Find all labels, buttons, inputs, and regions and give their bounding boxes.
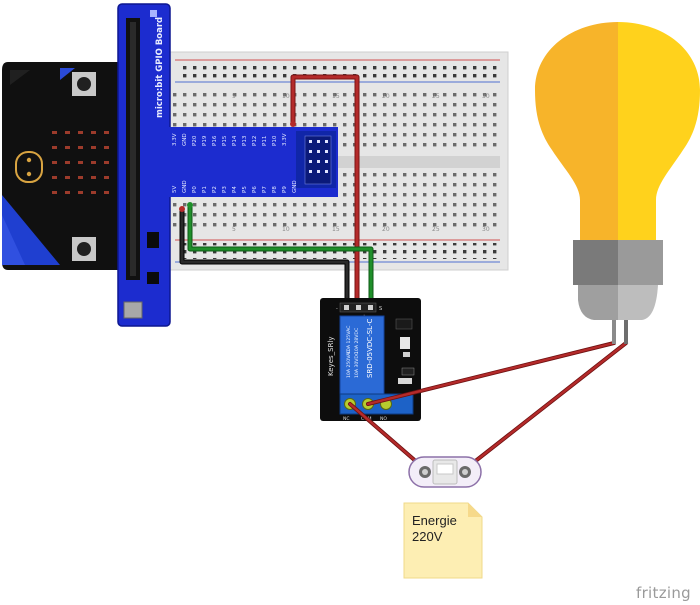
microbit-board (2, 62, 130, 270)
col-number: 10 (282, 93, 290, 100)
relay-rating: 10A 125VAC (346, 326, 352, 354)
pin-label: P9 (282, 186, 288, 193)
pin-header (296, 131, 336, 188)
wires (179, 74, 374, 305)
pin-label: GND (292, 180, 298, 193)
note-paper (403, 502, 483, 579)
relay-pin-label: - (336, 306, 338, 312)
pin-label: GND (182, 133, 188, 146)
power-connector (408, 456, 482, 488)
relay-body (339, 315, 385, 395)
pin-label: 5V (172, 186, 178, 193)
col-number: 25 (432, 93, 440, 100)
pin-label: P4 (232, 186, 238, 193)
pin-labels-top: 3.3V GND P20 P19 P16 P15 P14 P13 P12 P11… (172, 133, 288, 146)
relay-rating: 10A 28VDC (354, 328, 360, 354)
relay-model: SRD-05VDC-SL-C (366, 319, 374, 378)
relay-module: - + S SRD-05VDC-SL-C 10A 250VAC 10A 125V… (320, 298, 421, 422)
pin-label: P15 (222, 135, 228, 146)
terminal-label: NC (343, 416, 350, 422)
pin-label: P16 (212, 135, 218, 146)
pin-label: P3 (222, 186, 228, 193)
col-number: 20 (382, 226, 390, 233)
relay-pin-label: S (379, 306, 382, 312)
mains-wires (348, 341, 628, 472)
terminal-label: NO (380, 416, 387, 422)
relay-title: Keyes_SRly (327, 336, 335, 376)
pin-label: 3.3V (282, 133, 288, 146)
pin-label: P20 (192, 135, 198, 146)
col-number: 15 (332, 93, 340, 100)
gpio-board: micro:bit GPIO Board 3.3V GND P20 P19 P1… (117, 3, 338, 327)
power-note-text: Energie 220V (412, 513, 457, 544)
col-number: 30 (482, 93, 490, 100)
relay-rating: 10A 30VDC (354, 352, 360, 378)
pin-labels-bottom: 5V GND P0 P1 P2 P3 P4 P5 P6 P7 P8 P9 GND (172, 180, 298, 193)
pin-label: P0 (192, 186, 198, 193)
gpio-board-title: micro:bit GPIO Board (155, 17, 165, 118)
microbit-logo-icon (15, 151, 43, 183)
pin-label: P7 (262, 186, 268, 193)
fritzing-logo: fritzing (636, 584, 691, 602)
relay-rating: 10A 250VAC (346, 350, 352, 378)
col-number: 10 (282, 226, 290, 233)
col-number: 5 (232, 226, 236, 233)
col-number: 15 (332, 226, 340, 233)
pin-label: P6 (252, 186, 258, 193)
pin-label: P11 (262, 136, 268, 146)
pin-label: GND (182, 180, 188, 193)
col-number: 5 (232, 93, 236, 100)
col-number: 25 (432, 226, 440, 233)
lightbulb-icon (535, 22, 700, 344)
top-rail (183, 62, 498, 78)
col-number: 20 (382, 93, 390, 100)
pin-label: P12 (252, 136, 258, 146)
pin-label: 3.3V (172, 133, 178, 146)
pin-label: P14 (232, 135, 238, 146)
col-number: 30 (482, 226, 490, 233)
pin-label: P13 (242, 135, 248, 146)
pin-label: P10 (272, 135, 278, 146)
pin-label: P19 (202, 135, 208, 146)
pin-label: P8 (272, 186, 278, 193)
pin-label: P2 (212, 186, 218, 193)
pin-label: P5 (242, 186, 248, 193)
pin-label: P1 (202, 186, 208, 193)
led-matrix (52, 131, 109, 194)
